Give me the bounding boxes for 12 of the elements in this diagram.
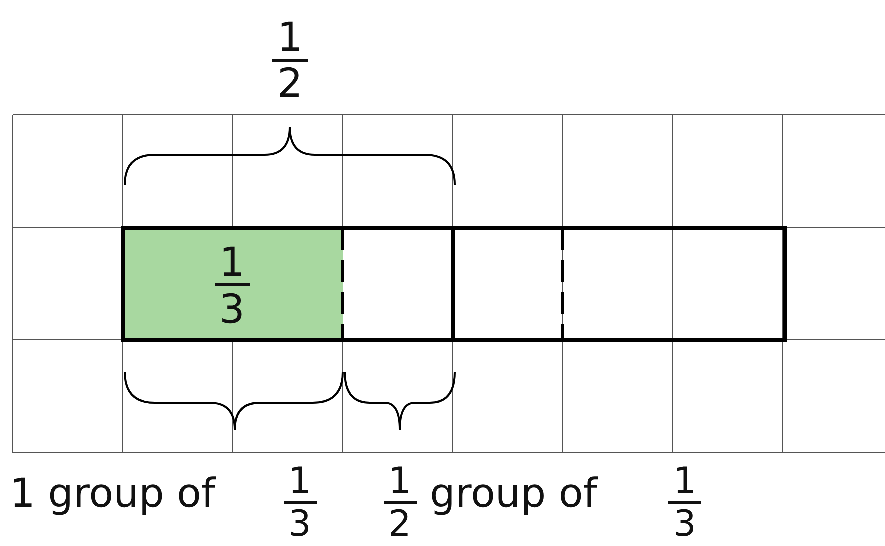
- numerator: 1: [220, 243, 245, 283]
- denominator: 3: [674, 507, 696, 543]
- caption-text: 1 group of: [10, 474, 216, 514]
- caption-text: group of: [430, 474, 598, 514]
- numerator: 1: [388, 464, 412, 500]
- numerator: 1: [674, 464, 696, 500]
- numerator: 1: [278, 18, 303, 58]
- denominator: 2: [388, 507, 412, 543]
- denominator: 3: [288, 507, 312, 543]
- numerator: 1: [288, 464, 312, 500]
- denominator: 2: [278, 64, 303, 104]
- denominator: 3: [220, 290, 245, 330]
